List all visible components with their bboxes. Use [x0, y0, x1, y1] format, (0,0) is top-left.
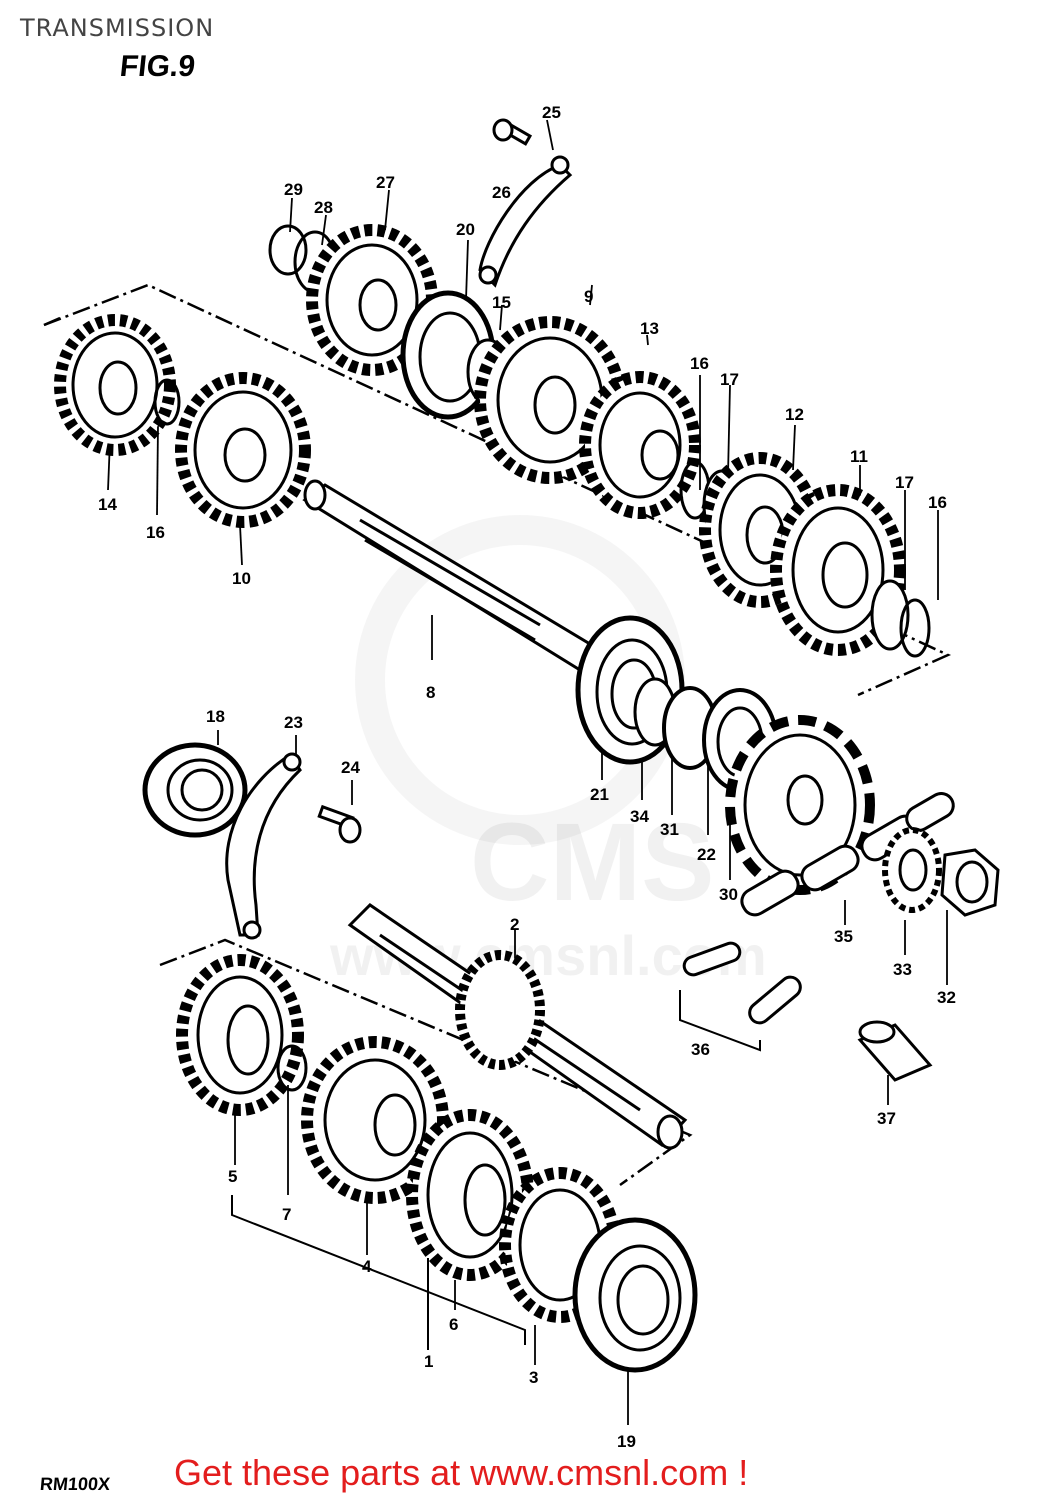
part-number-label: 11 [850, 447, 868, 466]
bearing-18 [142, 742, 248, 838]
part-number-label: 29 [284, 180, 303, 199]
part-number-label: 20 [456, 220, 475, 239]
part-drawings [54, 118, 1000, 1373]
part-number-label: 10 [232, 569, 251, 588]
watermark-logo-text: CMS [470, 801, 714, 924]
leader-lines [107, 119, 948, 1425]
part-number-label: 37 [877, 1109, 896, 1128]
driveshaft-2 [347, 903, 688, 1150]
part-number-label: 36 [691, 1040, 710, 1059]
collar-37 [857, 1020, 933, 1082]
retainer-hole [242, 920, 262, 940]
part-number-label: 1 [424, 1352, 433, 1371]
circlip-16c [899, 598, 931, 658]
part-number-label: 28 [314, 198, 333, 217]
part-number-label: 8 [426, 683, 435, 702]
part-number-label: 16 [146, 523, 165, 542]
part-number-label: 13 [640, 319, 659, 338]
part-number-label: 16 [928, 493, 947, 512]
part-number-label: 30 [719, 885, 738, 904]
part-number-label: 23 [284, 713, 303, 732]
part-number-label: 25 [542, 103, 561, 122]
part-number-label: 14 [98, 495, 117, 514]
part-number-label: 5 [228, 1167, 237, 1186]
model-code: RM100X [39, 1474, 111, 1494]
part-number-label: 24 [341, 758, 360, 777]
nut-32 [940, 848, 1000, 917]
gear-14 [54, 314, 176, 456]
part-number-label: 12 [785, 405, 804, 424]
gear-13 [579, 371, 701, 519]
part-number-label: 17 [895, 473, 914, 492]
part-number-label: 19 [617, 1432, 636, 1451]
circlip-29 [268, 224, 308, 276]
bearing-19 [572, 1217, 698, 1373]
sprocket-30 [725, 715, 875, 895]
screw-24 [317, 804, 362, 844]
part-number-label: 4 [362, 1257, 372, 1276]
part-number-label: 27 [376, 173, 395, 192]
gear-6 [406, 1109, 534, 1281]
part-number-label: 9 [584, 287, 593, 306]
bearing-retainer-25 [478, 163, 573, 288]
part-number-label: 33 [893, 960, 912, 979]
retainer-hole [282, 752, 302, 772]
lock-washer-33 [882, 827, 942, 913]
part-number-label: 7 [282, 1205, 291, 1224]
part-number-label: 32 [937, 988, 956, 1007]
part-group-brackets [231, 990, 761, 1350]
gear-5 [176, 954, 304, 1116]
footer-cta-link[interactable]: Get these parts at www.cmsnl.com ! [174, 1452, 749, 1493]
gear-10 [175, 372, 311, 528]
part-number-label: 15 [492, 293, 511, 312]
part-number-label: 18 [206, 707, 225, 726]
retainer-hole [478, 265, 498, 285]
part-number-label: 16 [690, 354, 709, 373]
chain-35 [740, 792, 955, 917]
part-number-label: 2 [510, 915, 519, 934]
retainer-hole [550, 155, 570, 175]
chain-joint-36 [682, 941, 802, 1025]
part-number-labels: 1 2 3 4 5 6 7 8 9 10 11 12 13 14 15 16 1… [98, 103, 956, 1451]
circlip-16a [153, 378, 181, 426]
part-number-label: 34 [630, 807, 649, 826]
washer-17b [870, 579, 910, 651]
circlip-7 [276, 1044, 308, 1092]
countershaft-8 [302, 479, 603, 672]
part-number-label: 6 [449, 1315, 458, 1334]
gear-4 [301, 1036, 449, 1204]
part-number-label: 31 [660, 820, 679, 839]
part-number-label: 22 [697, 845, 716, 864]
screw-26 [492, 118, 533, 146]
part-number-label: 17 [720, 370, 739, 389]
gear-11 [770, 484, 906, 656]
part-number-label: 26 [492, 183, 511, 202]
part-number-label: 3 [529, 1368, 538, 1387]
part-number-label: 35 [834, 927, 853, 946]
part-number-label: 21 [590, 785, 609, 804]
page-title: TRANSMISSION [20, 14, 215, 42]
